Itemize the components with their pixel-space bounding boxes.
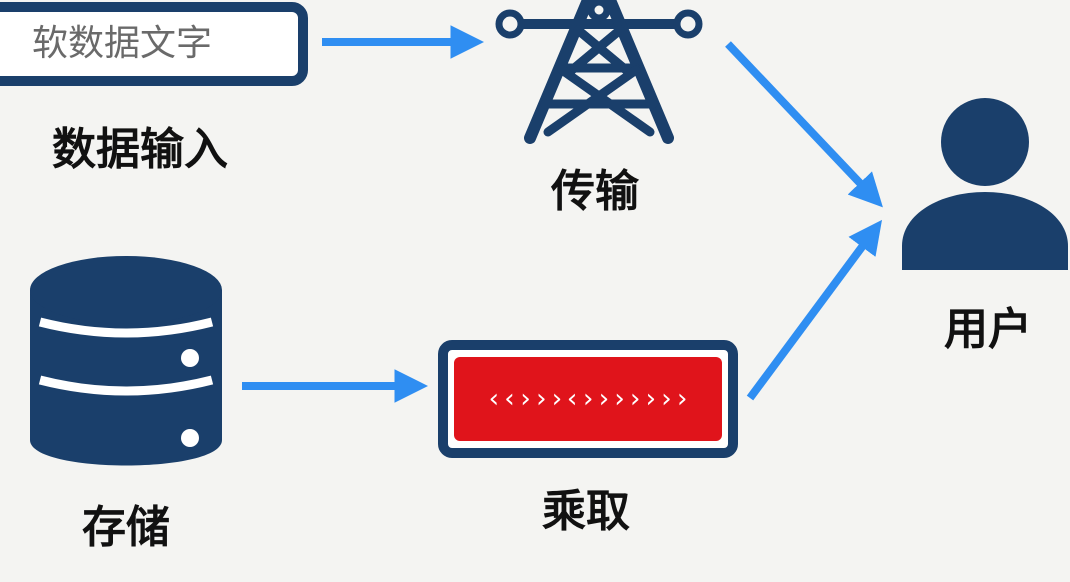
capture-code-text: ‹‹›››‹›››››››	[486, 384, 690, 414]
capture-label: 乘取	[542, 486, 630, 537]
transmission-tower-icon	[495, 0, 703, 144]
text-input-box	[0, 2, 308, 86]
capture-code-panel	[454, 357, 722, 441]
data-input-label: 数据输入	[52, 124, 228, 175]
database-icon	[30, 256, 222, 466]
user-icon	[902, 98, 1068, 270]
storage-label: 存储	[82, 502, 170, 553]
input-field-text: 软数据文字	[32, 23, 213, 64]
arrow-capture-to-user	[746, 219, 883, 401]
user-label: 用户	[944, 304, 1032, 355]
transmission-label: 传输	[551, 166, 639, 217]
arrow-transmission-to-user	[725, 41, 883, 208]
